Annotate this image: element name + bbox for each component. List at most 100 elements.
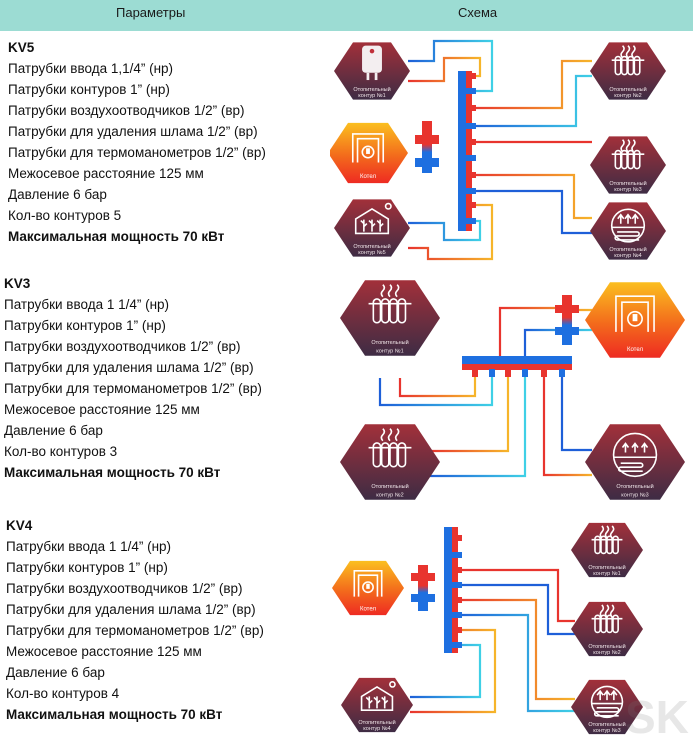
node-label-line2: контур №2 bbox=[593, 650, 620, 656]
node-label-line2: контур №5 bbox=[358, 250, 385, 256]
spec-line: Патрубки для удаления шлама 1/2” (вр) bbox=[6, 602, 256, 617]
spec-line: Патрубки для термоманометров 1/2” (вр) bbox=[4, 381, 262, 396]
pipe-hot bbox=[470, 59, 592, 110]
manifold-hot-bar bbox=[462, 364, 572, 370]
pipe-cold bbox=[410, 643, 482, 699]
manifold-cold-bar bbox=[462, 356, 572, 364]
node-label-line1: Отопительный bbox=[353, 86, 390, 93]
node-label-line1: Отопительный bbox=[358, 719, 395, 726]
underfloor-heating-icon bbox=[612, 432, 658, 478]
pipe-hot bbox=[542, 374, 592, 477]
node-label-line2: контур №4 bbox=[363, 726, 390, 732]
boiler-node: Котел bbox=[585, 282, 685, 358]
manifold-ports bbox=[452, 535, 462, 648]
spec-block-kv5: KV5 Патрубки ввода 1,1/4” (нр) Патрубки … bbox=[8, 37, 338, 247]
boiler-label: Котел bbox=[360, 174, 377, 180]
radiator-icon bbox=[368, 284, 412, 324]
pipe-hot bbox=[470, 173, 592, 220]
pipes bbox=[408, 39, 592, 261]
separator-hot-port bbox=[411, 573, 435, 581]
greenhouse-icon bbox=[354, 202, 392, 235]
hexagon-shape bbox=[571, 679, 643, 735]
radiator-icon bbox=[591, 604, 623, 634]
table-header: Параметры Схема bbox=[0, 0, 693, 31]
pipe-cold bbox=[560, 374, 592, 452]
pipe-cold bbox=[430, 374, 527, 478]
spec-line: Патрубки контуров 1” (нр) bbox=[6, 560, 168, 575]
manifold-ports bbox=[472, 369, 565, 377]
heating-circuit-node: Отопительный контур №1 bbox=[340, 280, 440, 356]
diagram-kv3: Отопительный контур №1 Отопительный контур … bbox=[330, 270, 693, 510]
boiler-icon bbox=[351, 133, 385, 163]
spec-line: Межосевое расстояние 125 мм bbox=[4, 402, 200, 417]
node-label-line1: Отопительный bbox=[371, 339, 408, 346]
spec-line: Давление 6 бар bbox=[4, 423, 103, 438]
pipe-cold bbox=[456, 583, 575, 636]
model-title: KV5 bbox=[8, 40, 35, 55]
hexagon-shape bbox=[585, 424, 685, 500]
underfloor-heating-icon bbox=[610, 208, 646, 243]
column-header-params: Параметры bbox=[116, 5, 186, 20]
pipes bbox=[402, 536, 575, 714]
spec-line: Патрубки ввода 1 1/4” (нр) bbox=[4, 297, 170, 312]
pipe-cold bbox=[378, 374, 494, 407]
pipe-hot bbox=[430, 374, 510, 453]
column-header-scheme: Схема bbox=[458, 5, 498, 20]
spec-line: Давление 6 бар bbox=[8, 187, 107, 202]
radiator-icon bbox=[611, 45, 645, 76]
separator-hot-port bbox=[415, 135, 439, 144]
pipe-hot bbox=[408, 56, 482, 83]
node-label-line2: контур №3 bbox=[621, 493, 648, 499]
node-label-line2: контур №1 bbox=[593, 571, 620, 577]
node-label-line2: контур №1 bbox=[358, 93, 385, 99]
underfloor-heating-icon bbox=[590, 685, 624, 719]
node-label-line1: Отопительный bbox=[588, 721, 625, 728]
node-label-line2: контур №2 bbox=[376, 493, 403, 499]
watermark: SK bbox=[625, 691, 689, 743]
spec-line: Патрубки для термоманометров 1/2” (вр) bbox=[6, 623, 264, 638]
node-label-line2: контур №4 bbox=[614, 253, 641, 259]
manifold-hot-bar bbox=[466, 71, 472, 231]
spec-line: Кол-во контуров 3 bbox=[4, 444, 118, 459]
spec-line: Патрубки ввода 1 1/4” (нр) bbox=[6, 539, 172, 554]
model-title: KV3 bbox=[4, 276, 31, 291]
boiler-icon bbox=[353, 570, 383, 597]
radiator-icon bbox=[368, 428, 412, 468]
pipe-hot bbox=[398, 374, 477, 398]
manifold-hot-bar bbox=[452, 527, 458, 653]
separator-cold-port bbox=[415, 158, 439, 167]
heating-circuit-node: Отопительный контур №2 bbox=[340, 424, 440, 500]
boiler-label: Котел bbox=[360, 606, 377, 612]
radiator-icon bbox=[611, 139, 645, 170]
node-label-line1: Отопительный bbox=[371, 483, 408, 490]
separator-cold-port bbox=[411, 594, 435, 602]
pipe-cold bbox=[456, 613, 575, 713]
separator-cold-port bbox=[555, 327, 579, 335]
hydraulic-separator bbox=[562, 295, 572, 345]
node-label-line1: Отопительный bbox=[609, 246, 646, 253]
node-label-line2: контур №1 bbox=[376, 349, 403, 355]
pipe-hot bbox=[456, 598, 575, 701]
spec-line: Патрубки воздухоотводчиков 1/2” (вр) bbox=[8, 103, 245, 118]
node-label-line1: Отопительный bbox=[609, 86, 646, 93]
boiler-label: Котел bbox=[627, 347, 644, 353]
spec-line: Патрубки для удаления шлама 1/2” (вр) bbox=[4, 360, 254, 375]
greenhouse-icon bbox=[360, 681, 396, 711]
hydraulic-separator bbox=[422, 121, 432, 173]
pipe-cold bbox=[470, 189, 592, 235]
spec-line: Патрубки ввода 1,1/4” (нр) bbox=[8, 61, 174, 76]
pipe-hot bbox=[408, 203, 494, 261]
pipe-cold bbox=[470, 74, 592, 128]
node-label-line2: контур №2 bbox=[614, 93, 641, 99]
node-label-line1: Отопительный bbox=[588, 643, 625, 650]
water-heater-icon bbox=[362, 45, 382, 81]
hexagon-shape bbox=[590, 202, 666, 260]
